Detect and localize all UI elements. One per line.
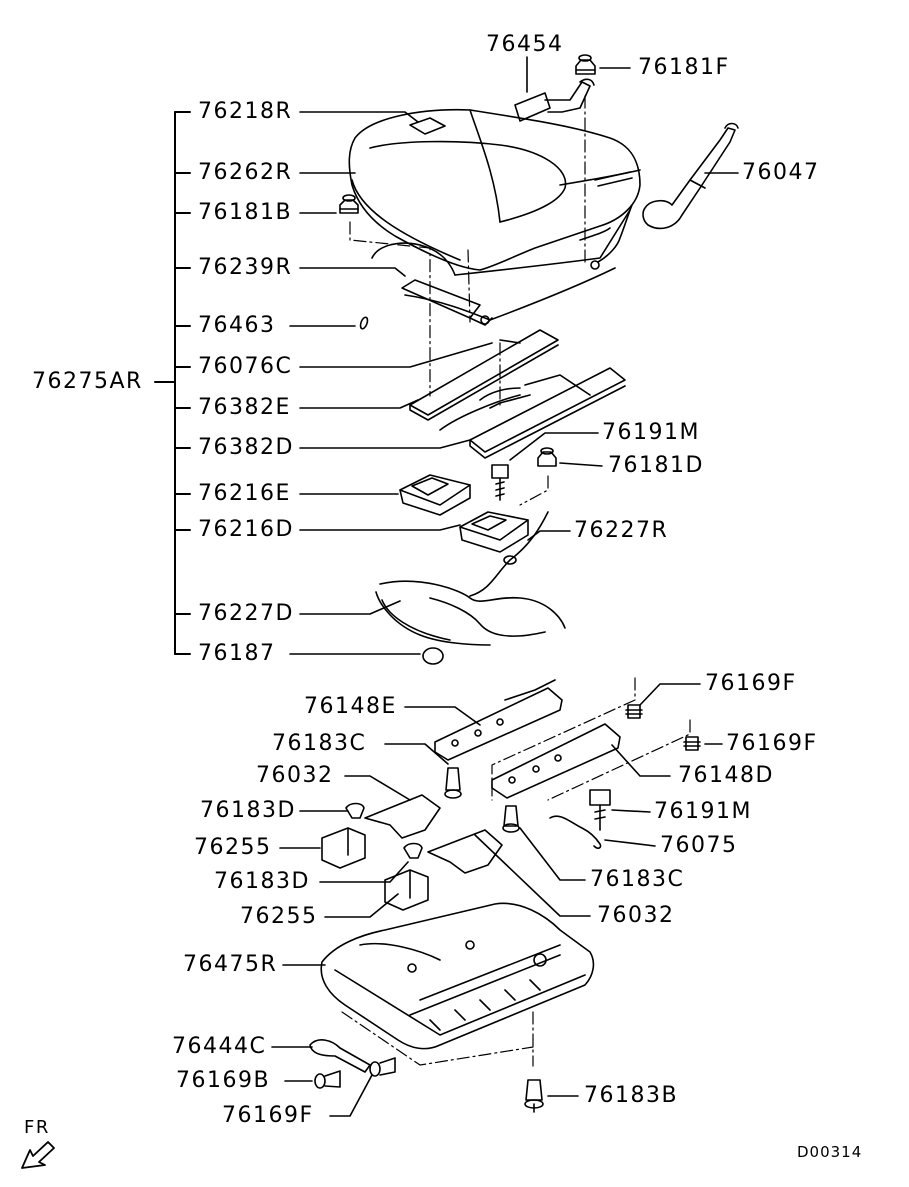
part-label-76169F-top[interactable]: 76169F xyxy=(705,671,797,696)
part-label-76183C-left[interactable]: 76183C xyxy=(272,731,367,756)
drawing-code: D00314 xyxy=(797,1143,863,1161)
cable-76227D xyxy=(376,581,565,645)
part-label-76169F-mid[interactable]: 76169F xyxy=(726,731,818,756)
plate-76032-upper xyxy=(365,795,440,838)
handle-76216D xyxy=(460,512,528,552)
part-label-76187[interactable]: 76187 xyxy=(198,641,276,666)
knob-76183D-lower xyxy=(404,844,422,859)
cable-76227R xyxy=(470,512,548,596)
part-label-76169B[interactable]: 76169B xyxy=(176,1068,271,1093)
knob-76183D-upper xyxy=(346,804,364,819)
bolt-76181D xyxy=(538,448,556,466)
part-label-76191M-top[interactable]: 76191M xyxy=(602,420,700,445)
seatbelt-buckle-bracket xyxy=(515,79,594,121)
part-label-76444C[interactable]: 76444C xyxy=(172,1034,267,1059)
leader-lines xyxy=(272,57,738,1116)
part-label-76227R[interactable]: 76227R xyxy=(574,518,669,543)
part-label-76475R[interactable]: 76475R xyxy=(183,952,278,977)
seat-rails xyxy=(410,330,625,458)
bolt-76181B xyxy=(340,195,358,213)
bolt-76169F-top xyxy=(626,705,642,718)
part-label-76227D[interactable]: 76227D xyxy=(198,601,294,626)
seat-pan-76475R xyxy=(321,903,593,1048)
bracket-76148E xyxy=(435,680,562,760)
bracket-76148D xyxy=(492,724,620,798)
part-label-76218R[interactable]: 76218R xyxy=(198,99,293,124)
part-label-76148D[interactable]: 76148D xyxy=(678,763,774,788)
part-label-76181F[interactable]: 76181F xyxy=(638,55,730,80)
part-label-76216D[interactable]: 76216D xyxy=(198,517,294,542)
part-label-76454[interactable]: 76454 xyxy=(486,32,564,57)
clip-76183C-left xyxy=(445,768,461,798)
clip-76183C-right xyxy=(503,806,519,832)
bolt-76169F-bottom xyxy=(370,1058,395,1076)
part-label-76047[interactable]: 76047 xyxy=(742,160,820,185)
strap-76444C xyxy=(310,1040,370,1072)
ring-76187 xyxy=(423,648,443,664)
clip-76183B xyxy=(525,1080,543,1112)
seat-frame xyxy=(372,205,632,325)
part-label-76382E[interactable]: 76382E xyxy=(198,395,291,420)
part-label-76076C[interactable]: 76076C xyxy=(198,354,293,379)
part-label-76169F-bottom[interactable]: 76169F xyxy=(222,1103,314,1128)
group-bracket xyxy=(155,112,190,654)
part-label-76255-lower[interactable]: 76255 xyxy=(240,904,318,929)
part-label-76032-lower[interactable]: 76032 xyxy=(597,903,675,928)
part-label-76183B[interactable]: 76183B xyxy=(584,1083,679,1108)
bolt-76181F xyxy=(576,55,595,74)
link-76075 xyxy=(550,816,601,848)
part-label-76032-upper[interactable]: 76032 xyxy=(256,763,334,788)
assembly-centerlines xyxy=(342,96,690,1066)
cover-76255-lower xyxy=(385,870,428,910)
part-label-76255-upper[interactable]: 76255 xyxy=(194,835,272,860)
seat-cushion xyxy=(349,110,640,270)
front-direction-label: FR xyxy=(24,1117,50,1138)
bolt-76191M-top xyxy=(492,465,508,500)
part-label-76382D[interactable]: 76382D xyxy=(198,435,294,460)
cover-76255-upper xyxy=(322,828,365,868)
bolt-76169B xyxy=(315,1071,340,1088)
group-label-76275AR[interactable]: 76275AR xyxy=(32,369,143,394)
plate-76032-lower xyxy=(428,830,502,873)
front-direction-arrow-icon xyxy=(22,1142,54,1168)
part-label-76181B[interactable]: 76181B xyxy=(198,200,293,225)
part-label-76181D[interactable]: 76181D xyxy=(608,453,704,478)
part-label-76463[interactable]: 76463 xyxy=(198,313,276,338)
handle-76216E xyxy=(400,475,470,515)
part-label-76148E[interactable]: 76148E xyxy=(304,694,397,719)
recline-lever xyxy=(643,124,738,229)
clip-76463 xyxy=(359,316,369,329)
part-label-76183C-right[interactable]: 76183C xyxy=(590,867,685,892)
part-label-76262R[interactable]: 76262R xyxy=(198,160,293,185)
part-label-76191M-bottom[interactable]: 76191M xyxy=(654,799,752,824)
part-label-76075[interactable]: 76075 xyxy=(660,833,738,858)
part-label-76239R[interactable]: 76239R xyxy=(198,255,293,280)
part-label-76216E[interactable]: 76216E xyxy=(198,481,291,506)
bolt-76169F-mid xyxy=(684,737,700,750)
bolt-76191M-bottom xyxy=(590,790,610,830)
part-label-76183D-upper[interactable]: 76183D xyxy=(200,798,296,823)
part-label-76183D-lower[interactable]: 76183D xyxy=(214,869,310,894)
